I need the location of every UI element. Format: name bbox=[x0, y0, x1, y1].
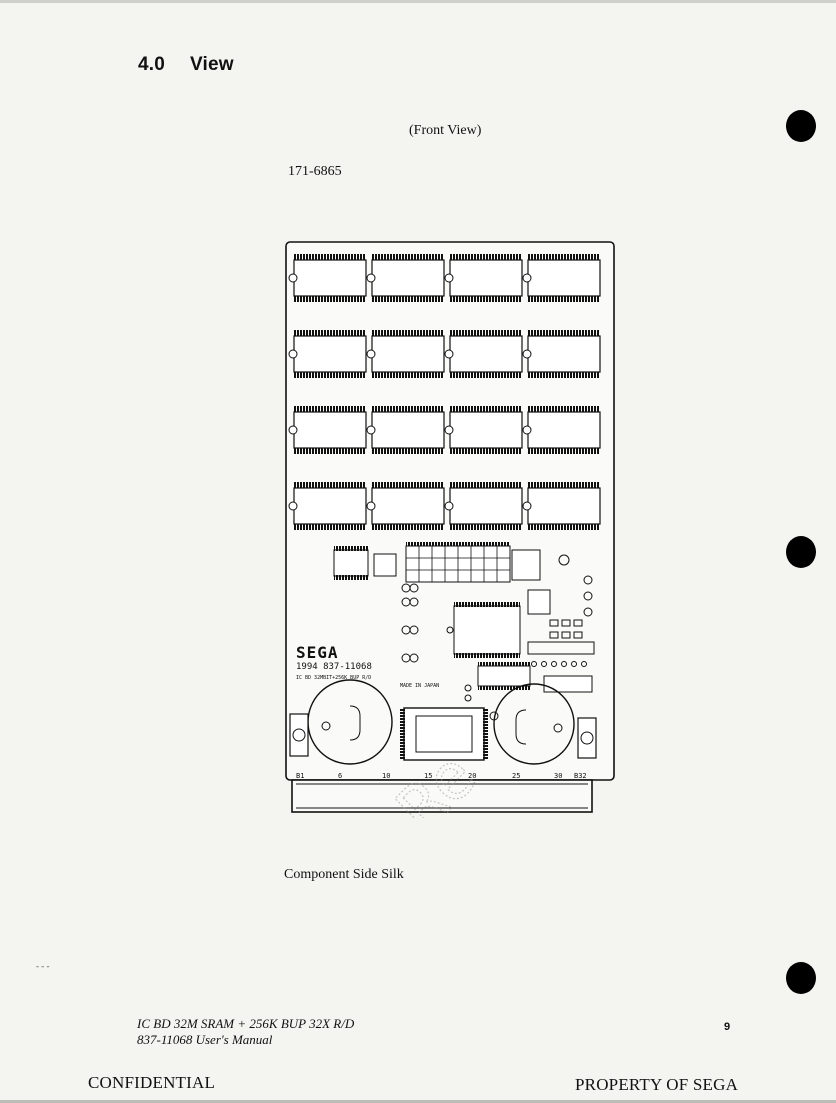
board-marking-line3: MADE IN JAPAN bbox=[400, 683, 439, 689]
binder-hole-top bbox=[786, 110, 816, 142]
binder-hole-bottom bbox=[786, 962, 816, 994]
page-number: 9 bbox=[724, 1021, 731, 1033]
board-marking-line1: 1994 837-11068 bbox=[296, 662, 372, 672]
connector-pin-labels: B1 6 10 15 20 25 30 B32 bbox=[296, 772, 587, 780]
sram-chip bbox=[444, 406, 523, 454]
center-backup-ic bbox=[400, 707, 488, 761]
pin-label: B1 bbox=[296, 772, 304, 780]
pin-label: 15 bbox=[424, 772, 432, 780]
sram-chip bbox=[288, 482, 367, 530]
board-marking-line2: IC BD 32MBIT+256K BUP R/D bbox=[296, 675, 371, 681]
sram-chip bbox=[366, 330, 445, 378]
sram-chip bbox=[522, 482, 601, 530]
middle-ic-block bbox=[446, 589, 593, 693]
sram-chip bbox=[444, 254, 523, 302]
passive-components bbox=[401, 575, 595, 721]
sram-chip bbox=[366, 482, 445, 530]
pin-label: 30 bbox=[554, 772, 562, 780]
battery-holder-right bbox=[493, 683, 597, 765]
sram-chip bbox=[366, 254, 445, 302]
sram-chip bbox=[288, 254, 367, 302]
board-brand: SEGA bbox=[296, 643, 339, 662]
sram-chip bbox=[444, 482, 523, 530]
sram-chip bbox=[366, 406, 445, 454]
footer-document-title: IC BD 32M SRAM + 256K BUP 32X R/D 837-11… bbox=[137, 1016, 354, 1048]
figure-caption: Component Side Silk bbox=[284, 867, 404, 882]
margin-mark: - - - bbox=[36, 961, 50, 971]
confidential-notice: CONFIDENTIAL bbox=[88, 1073, 216, 1092]
section-title: View bbox=[190, 54, 234, 75]
binder-hole-middle bbox=[786, 536, 816, 568]
bottom-edge bbox=[0, 1100, 836, 1103]
sram-chip-grid bbox=[288, 254, 601, 530]
property-notice: PROPERTY OF SEGA bbox=[575, 1075, 739, 1094]
pcb-silkscreen-drawing: SEGA 1994 837-11068 IC BD 32MBIT+256K BU… bbox=[285, 241, 615, 818]
sram-chip bbox=[288, 330, 367, 378]
pin-label: 6 bbox=[338, 772, 342, 780]
sram-chip bbox=[444, 330, 523, 378]
sram-chip bbox=[288, 406, 367, 454]
footer-line-2: 837-11068 User's Manual bbox=[137, 1032, 273, 1047]
section-heading: 4.0 View bbox=[138, 54, 234, 76]
part-number: 171-6865 bbox=[288, 164, 342, 179]
battery-holder-left bbox=[289, 679, 393, 765]
footer-line-1: IC BD 32M SRAM + 256K BUP 32X R/D bbox=[137, 1016, 355, 1031]
sram-chip bbox=[522, 254, 601, 302]
pin-label: 10 bbox=[382, 772, 390, 780]
view-label: (Front View) bbox=[409, 123, 482, 138]
pin-label: 20 bbox=[468, 772, 476, 780]
logic-ic-row bbox=[333, 542, 570, 583]
pin-label: 25 bbox=[512, 772, 520, 780]
section-number: 4.0 bbox=[138, 54, 166, 75]
pin-label: B32 bbox=[574, 772, 587, 780]
sram-chip bbox=[522, 330, 601, 378]
top-edge bbox=[0, 0, 836, 3]
sram-chip bbox=[522, 406, 601, 454]
